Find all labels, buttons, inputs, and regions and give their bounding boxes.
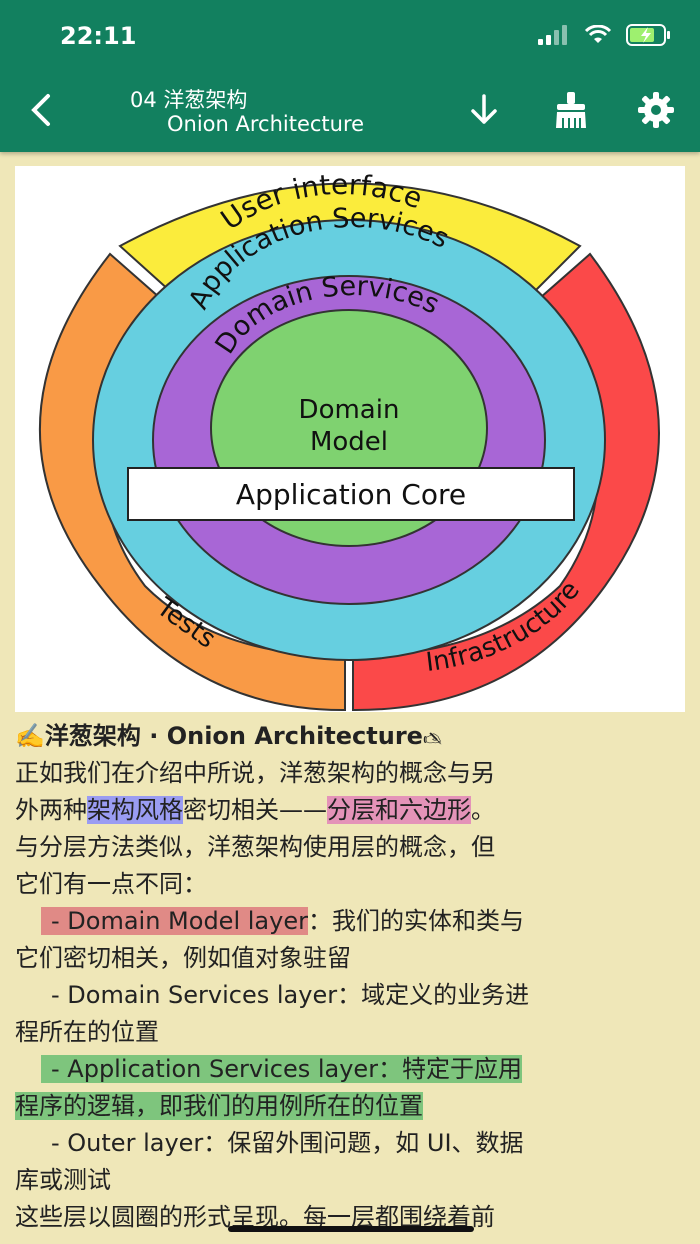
paragraph-line: 程所在的位置 <box>15 1018 159 1046</box>
wifi-icon <box>584 25 612 43</box>
highlight-application-logic: 程序的逻辑，即我们的用例所在的位置 <box>15 1092 423 1120</box>
download-arrow-icon[interactable] <box>462 88 506 132</box>
highlight-layered-hexagonal: 分层和六边形 <box>327 796 471 824</box>
bullet-domain-services: - Domain Services layer：域定义的业务进 <box>51 981 530 1009</box>
diagram-svg: User interface Application Services Doma… <box>39 168 660 712</box>
article-heading: ✍️洋葱架构 · Onion Architecture🖎 <box>15 718 685 755</box>
onion-architecture-diagram: User interface Application Services Doma… <box>15 166 685 712</box>
toolbar-subtitle: Onion Architecture <box>167 112 365 136</box>
label-model: Model <box>310 427 388 457</box>
pen-icon: 🖎 <box>422 729 443 748</box>
text-span: ：我们的实体和类与 <box>307 907 524 935</box>
paragraph-line: 与分层方法类似，洋葱架构使用层的概念，但 <box>15 833 495 861</box>
paragraph-line: 程序的逻辑，即我们的用例所在的位置 <box>15 1088 685 1125</box>
application-core-box <box>127 467 575 521</box>
highlight-text-span: ：特定于应用 <box>378 1055 523 1083</box>
paragraph-line: 库或测试 <box>15 1166 111 1194</box>
paragraph-line: 外两种架构风格密切相关——分层和六边形。 <box>15 792 685 829</box>
back-arrow-icon[interactable] <box>22 86 62 134</box>
text-span: 密切相关—— <box>183 796 327 824</box>
signal-icon <box>538 25 567 45</box>
app-header: 22:11 04 洋葱架构 Onion Architecture <box>0 0 700 152</box>
text-span: 外两种 <box>15 796 87 824</box>
bullet-outer-layer: - Outer layer：保留外围问题，如 UI、数据 <box>51 1129 524 1157</box>
bullet-application-services: - Application Services layer：特定于应用 <box>15 1051 685 1088</box>
highlight-domain-model-layer: - Domain Model layer <box>41 907 308 935</box>
settings-gear-icon[interactable] <box>634 88 678 132</box>
status-icons <box>538 24 672 46</box>
highlight-architecture-styles: 架构风格 <box>87 796 183 824</box>
paragraph-line: 它们密切相关，例如值对象驻留 <box>15 944 351 972</box>
article-content: ✍️洋葱架构 · Onion Architecture🖎 正如我们在介绍中所说，… <box>15 718 685 1236</box>
bullet-domain-model: - Domain Model layer：我们的实体和类与 <box>15 903 685 940</box>
text-span: 。 <box>471 796 495 824</box>
label-domain: Domain <box>299 395 400 425</box>
highlight-application-services-layer: - Application Services layer <box>41 1055 379 1083</box>
status-time: 22:11 <box>60 22 137 50</box>
writing-hand-icon: ✍️ <box>15 722 45 750</box>
label-application-core: Application Core <box>236 478 466 511</box>
paragraph-line: 正如我们在介绍中所说，洋葱架构的概念与另 <box>15 759 495 787</box>
broom-clean-icon[interactable] <box>549 88 593 132</box>
paragraph-line: 它们有一点不同： <box>15 870 207 898</box>
toolbar-title: 04 洋葱架构 <box>130 88 248 112</box>
home-indicator[interactable] <box>228 1226 474 1232</box>
battery-charging-icon <box>626 24 670 46</box>
toolbar: 04 洋葱架构 Onion Architecture <box>0 70 700 152</box>
article-heading-text: 洋葱架构 · Onion Architecture <box>44 722 423 750</box>
